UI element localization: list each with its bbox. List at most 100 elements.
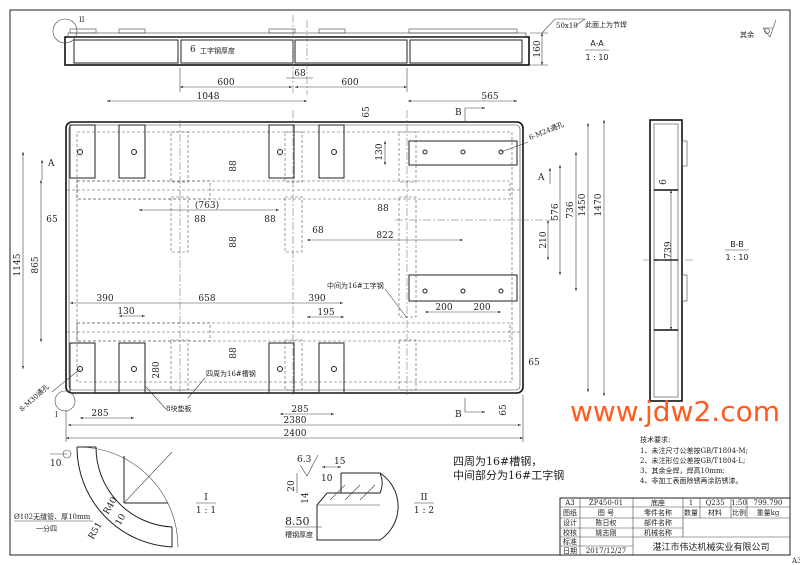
channel-thickness-note: 槽钢厚度 — [285, 530, 313, 539]
dim-200-a: 200 — [435, 303, 452, 313]
dim-88-f: 88 — [229, 347, 239, 359]
tb-h-drawing-no: 图 号 — [598, 509, 614, 517]
section-bb-title: B-B — [730, 240, 744, 249]
dim-210: 210 — [539, 231, 549, 248]
dim-88-d: 88 — [377, 204, 389, 214]
dim-1450: 1450 — [578, 193, 588, 216]
sheet-size: A3 — [791, 557, 800, 565]
tb-scale: 1:50 — [731, 499, 747, 507]
tb-checker-label: 校核 — [563, 528, 577, 537]
title-block: A3 ZP450-01 底座 1 Q235 1:50 799.790 图纸 图 … — [559, 497, 791, 556]
detail-i-scale: 1 : 1 — [196, 506, 216, 516]
pipe-note-2: 一分四 — [36, 524, 57, 533]
dim-1145: 1145 — [13, 253, 23, 276]
label-holes-m30: 8-M30通孔 — [17, 382, 50, 413]
tb-checker: 姚志刚 — [596, 528, 617, 537]
watermark: www.jdw2.com — [570, 395, 780, 428]
dim-2400: 2400 — [284, 429, 307, 439]
dim-565: 565 — [481, 92, 498, 102]
tech-item: 1、未注尺寸公差按GB/T1804-M; — [640, 446, 748, 455]
dim-2380: 2380 — [284, 416, 307, 426]
dim-10-detail-ii: 10 — [321, 474, 333, 484]
tb-h-material: 材料 — [708, 508, 722, 517]
dim-130-b: 130 — [117, 307, 134, 317]
roughness-icon — [762, 19, 777, 38]
dim-600-left: 600 — [217, 78, 234, 88]
mounting-plates — [408, 140, 518, 302]
material-note-line-1: 四周为16#槽钢， — [453, 455, 542, 468]
detail-i-title: I — [204, 493, 208, 503]
section-b-bottom: B — [455, 410, 462, 420]
section-bb-view: 6 739 B-B 1 : 10 — [643, 119, 749, 402]
dim-1048: 1048 — [197, 92, 220, 102]
tb-h-sheet: 图纸 — [563, 508, 577, 517]
dim-1470: 1470 — [594, 193, 604, 216]
dim-88-c: 88 — [264, 215, 276, 225]
tech-requirements: 技术要求: 1、未注尺寸公差按GB/T1804-M; 2、未注形位公差按GB/T… — [640, 435, 748, 485]
dim-r40: R40 — [102, 495, 120, 516]
tb-weight: 799.790 — [754, 499, 783, 507]
detail-ii-view: 6.3 15 20 10 14 8.50 槽钢厚度 II 1 : 2 — [285, 454, 434, 541]
tb-assembly-label: 部件名称 — [644, 518, 672, 527]
roughness-6-3: 6.3 — [297, 455, 312, 465]
tb-h-part-name: 零件名称 — [644, 508, 672, 517]
tb-standard-label: 标准 — [563, 537, 577, 546]
dim-68-plan: 68 — [312, 226, 324, 236]
tech-item: 4、非加工表面除锈再涂防锈漆。 — [640, 476, 742, 485]
tb-part-name: 底座 — [651, 498, 665, 507]
roughness-symbol-icon — [299, 454, 319, 477]
tb-machine-label: 机械名称 — [644, 528, 672, 537]
label-perimeter-channel: 四周为16#槽钢 — [206, 369, 256, 378]
dim-8-50: 8.50 — [285, 515, 310, 528]
tech-item: 2、未注形位公差按GB/T1804-L; — [640, 456, 745, 465]
dim-285-a: 285 — [91, 409, 108, 419]
dim-763: (763) — [195, 200, 219, 211]
tb-drawing-no: ZP450-01 — [589, 499, 623, 507]
dim-822: 822 — [376, 231, 393, 241]
dim-6: 6 — [190, 45, 196, 55]
section-a-right: A — [537, 173, 545, 183]
dim-65-right: 65 — [528, 358, 540, 368]
dim-280: 280 — [152, 361, 162, 378]
dim-14: 14 — [301, 492, 311, 504]
detail-i-marker: I — [55, 411, 58, 419]
dim-736: 736 — [566, 201, 576, 218]
label-pads: 8块垫板 — [166, 404, 191, 413]
tb-h-weight: 重量kg — [757, 509, 780, 517]
section-aa-title: A-A — [590, 39, 604, 48]
pad-plates — [69, 124, 345, 394]
detail-i-view: 10 Ø102无缝管、厚10mm 一分四 R40 R51 10 I 1 : 1 — [14, 446, 216, 548]
detail-ii-scale: 1 : 2 — [414, 506, 434, 516]
dim-390-b: 390 — [308, 294, 325, 304]
section-aa-scale: 1 : 10 — [585, 53, 608, 62]
dim-195: 195 — [317, 308, 334, 318]
roughness-circle-icon — [764, 28, 770, 34]
weld-note: 此面上为节焊 — [585, 20, 627, 29]
dim-10-detail-i: 10 — [50, 459, 62, 469]
tech-title: 技术要求: — [640, 435, 670, 444]
roughness-note: 其余 — [740, 30, 754, 39]
dim-390-a: 390 — [96, 294, 113, 304]
dim-6-bb: 6 — [659, 179, 669, 185]
tb-h-quantity: 数量 — [684, 508, 698, 517]
dim-739: 739 — [664, 241, 674, 258]
dim-10b-detail-i: 10 — [114, 512, 129, 527]
tb-quantity: 1 — [689, 499, 693, 507]
section-aa-view: II 6 工字钢厚度 600 600 68 1048 160 50x10 此面上… — [52, 15, 627, 102]
drawing-frame — [9, 9, 791, 556]
dim-68: 68 — [294, 69, 306, 79]
label-middle-beam: 中间为16#工字钢 — [327, 281, 384, 290]
detail-i-circle — [54, 390, 76, 412]
tb-sheet: A3 — [564, 499, 575, 507]
tb-designer-label: 设计 — [563, 518, 577, 527]
dim-865: 865 — [31, 256, 41, 273]
dim-130: 130 — [375, 143, 385, 160]
dim-285-b: 285 — [291, 405, 308, 415]
tb-date-label: 日期 — [563, 547, 577, 555]
tech-item: 3、其余全焊，焊高10mm; — [640, 466, 725, 475]
dim-200-b: 200 — [473, 303, 490, 313]
dim-15: 15 — [334, 457, 346, 467]
dim-600-right: 600 — [341, 78, 358, 88]
dim-88-a: 88 — [229, 160, 239, 172]
